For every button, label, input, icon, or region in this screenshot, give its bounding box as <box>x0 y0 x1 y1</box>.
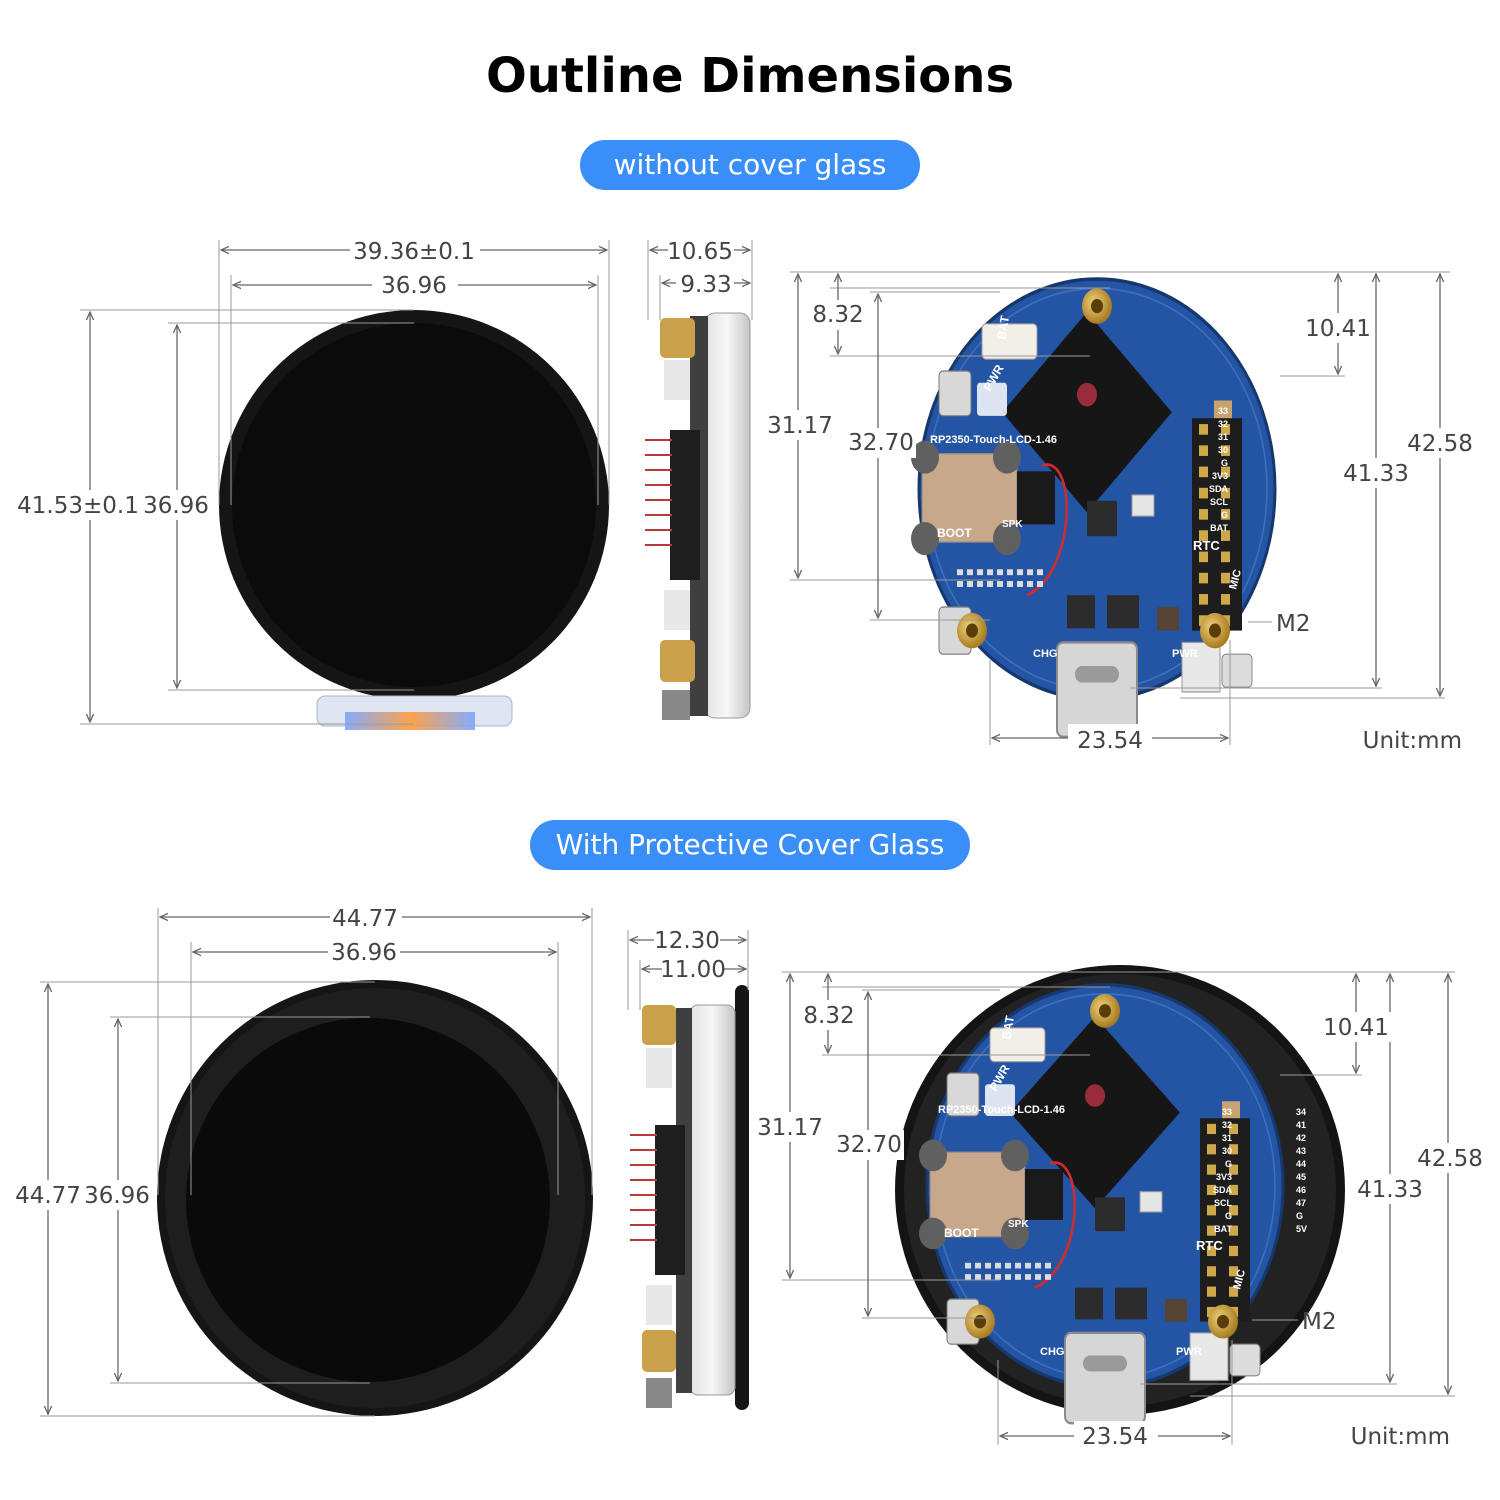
svg-text:34: 34 <box>1296 1107 1306 1117</box>
dim-side-inner-thickness: 9.33 <box>680 272 731 298</box>
svg-text:31: 31 <box>1222 1133 1232 1143</box>
round-lcd-screen <box>186 1018 550 1382</box>
svg-text:MIC: MIC <box>1231 1268 1248 1291</box>
svg-text:SCL: SCL <box>1214 1198 1233 1208</box>
section-label-without-glass: without cover glass <box>580 140 920 190</box>
page-title: Outline Dimensions <box>485 48 1015 104</box>
pcb-back-view-no-glass <box>909 277 1277 739</box>
dim-board-d2: 31.17 <box>767 413 833 439</box>
dim-board-d6: 42.58 <box>1407 431 1473 457</box>
svg-text:G: G <box>1221 510 1228 520</box>
svg-text:SDA: SDA <box>1213 1185 1233 1195</box>
svg-text:G: G <box>1296 1211 1303 1221</box>
pcb-silkscreen-2: RP2350-Touch-LCD-1.46 BAT PWR BOOT SPK R… <box>938 1014 1307 1358</box>
svg-text:G: G <box>1293 510 1300 520</box>
svg-text:PWR: PWR <box>1172 648 1198 660</box>
svg-text:46: 46 <box>1293 484 1303 494</box>
dim-front-inner-width: 36.96 <box>331 940 397 966</box>
svg-text:32: 32 <box>1222 1120 1232 1130</box>
dim-front-inner-width: 36.96 <box>381 273 447 299</box>
svg-text:30: 30 <box>1218 445 1228 455</box>
svg-text:44: 44 <box>1296 1159 1306 1169</box>
svg-text:RTC: RTC <box>1193 538 1220 553</box>
svg-text:33: 33 <box>1222 1107 1232 1117</box>
pcb-back-view-with-glass <box>895 965 1345 1425</box>
dim-front-width: 44.77 <box>332 906 398 932</box>
svg-text:42: 42 <box>1293 432 1303 442</box>
svg-text:BAT: BAT <box>994 314 1012 341</box>
dim-front-inner-height: 36.96 <box>143 493 209 519</box>
svg-text:33: 33 <box>1218 406 1228 416</box>
svg-text:RP2350-Touch-LCD-1.46: RP2350-Touch-LCD-1.46 <box>938 1104 1065 1116</box>
svg-text:BOOT: BOOT <box>944 1226 979 1240</box>
svg-text:44: 44 <box>1293 458 1303 468</box>
svg-text:45: 45 <box>1293 471 1303 481</box>
svg-text:30: 30 <box>1222 1146 1232 1156</box>
svg-text:47: 47 <box>1293 497 1303 507</box>
svg-text:31: 31 <box>1218 432 1228 442</box>
dim-side-thickness: 10.65 <box>667 239 733 265</box>
dim-board-d1: 8.32 <box>803 1003 854 1029</box>
dim-front-height: 44.77 <box>15 1183 81 1209</box>
svg-text:BAT: BAT <box>1214 1224 1232 1234</box>
svg-text:3V3: 3V3 <box>1216 1172 1232 1182</box>
svg-text:BAT: BAT <box>999 1014 1017 1041</box>
unit-label: Unit:mm <box>1363 728 1462 754</box>
svg-text:MIC: MIC <box>1227 568 1244 591</box>
side-view-with-glass <box>630 985 749 1410</box>
svg-text:BOOT: BOOT <box>937 526 972 540</box>
svg-text:SPK: SPK <box>1008 1219 1029 1230</box>
dim-board-d7: 23.54 <box>1077 728 1143 754</box>
svg-text:SPK: SPK <box>1002 519 1023 530</box>
section-label-with-glass: With Protective Cover Glass <box>530 820 970 870</box>
svg-text:32: 32 <box>1218 419 1228 429</box>
svg-text:42: 42 <box>1296 1133 1306 1143</box>
svg-text:46: 46 <box>1296 1185 1306 1195</box>
dim-side-inner-thickness: 11.00 <box>660 957 726 983</box>
svg-text:G: G <box>1225 1211 1232 1221</box>
svg-text:SDA: SDA <box>1209 484 1229 494</box>
svg-text:41: 41 <box>1296 1120 1306 1130</box>
svg-text:43: 43 <box>1296 1146 1306 1156</box>
svg-text:RTC: RTC <box>1196 1238 1223 1253</box>
dim-board-d5: 41.33 <box>1357 1177 1423 1203</box>
dim-board-d3: 32.70 <box>836 1132 902 1158</box>
svg-text:41: 41 <box>1293 419 1303 429</box>
svg-text:BAT: BAT <box>1210 523 1228 533</box>
dim-board-d1: 8.32 <box>812 302 863 328</box>
dim-board-d3: 32.70 <box>848 430 914 456</box>
svg-text:CHG: CHG <box>1033 648 1057 660</box>
side-view-no-glass <box>645 312 751 720</box>
dim-board-d7: 23.54 <box>1082 1424 1148 1450</box>
dim-board-d5: 41.33 <box>1343 461 1409 487</box>
svg-text:G: G <box>1221 458 1228 468</box>
board-model-label: RP2350-Touch-LCD-1.46 <box>930 434 1057 446</box>
hole-label: M2 <box>1302 1309 1336 1335</box>
svg-text:47: 47 <box>1296 1198 1306 1208</box>
dim-front-width: 39.36±0.1 <box>353 239 475 265</box>
svg-text:PWR: PWR <box>1176 1346 1202 1358</box>
svg-text:3V3: 3V3 <box>1212 471 1228 481</box>
dim-front-inner-height: 36.96 <box>84 1183 150 1209</box>
svg-text:5V: 5V <box>1293 523 1304 533</box>
dim-board-d4: 10.41 <box>1323 1015 1389 1041</box>
svg-text:45: 45 <box>1296 1172 1306 1182</box>
dim-board-d2: 31.17 <box>757 1115 823 1141</box>
svg-text:SCL: SCL <box>1210 497 1229 507</box>
dim-front-height: 41.53±0.1 <box>17 493 139 519</box>
svg-text:34: 34 <box>1293 406 1303 416</box>
front-view-with-glass <box>157 980 593 1416</box>
svg-text:CHG: CHG <box>1040 1346 1064 1358</box>
dim-side-thickness: 12.30 <box>654 928 720 954</box>
svg-text:G: G <box>1225 1159 1232 1169</box>
unit-label: Unit:mm <box>1351 1424 1450 1450</box>
svg-text:5V: 5V <box>1296 1224 1307 1234</box>
hole-label: M2 <box>1276 611 1310 637</box>
svg-text:43: 43 <box>1293 445 1303 455</box>
dim-board-d6: 42.58 <box>1417 1146 1483 1172</box>
dim-board-d4: 10.41 <box>1305 316 1371 342</box>
front-view-no-glass <box>219 310 609 730</box>
